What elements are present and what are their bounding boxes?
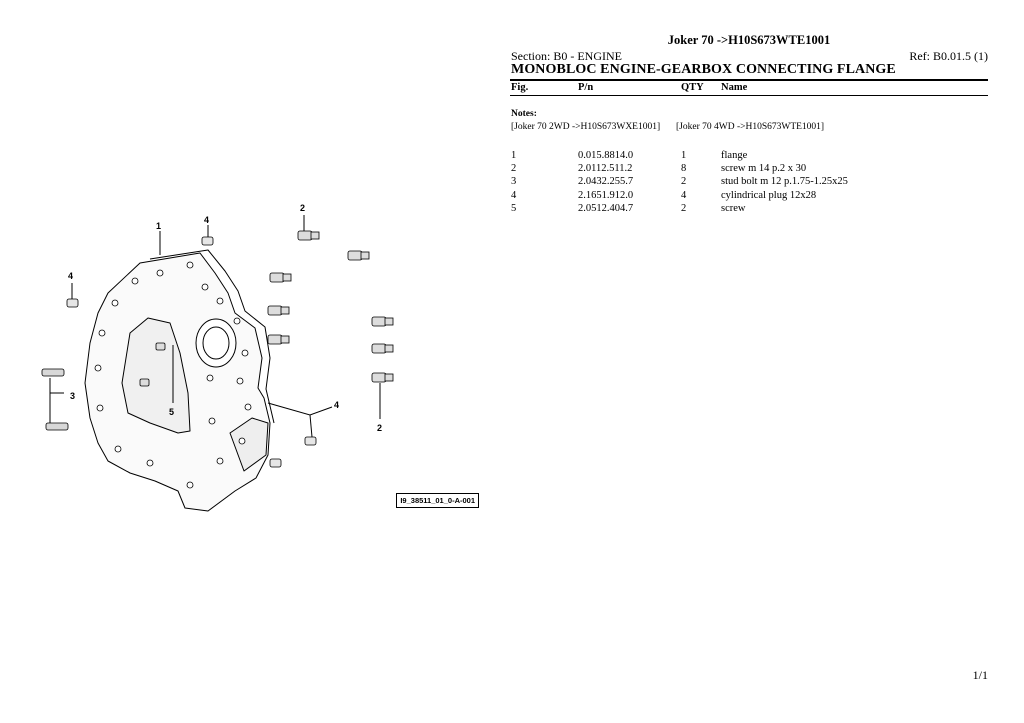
header-divider <box>510 95 988 96</box>
column-header-pn: P/n <box>578 82 594 93</box>
cell-name: stud bolt m 12 p.1.75-1.25x25 <box>721 176 848 188</box>
cell-fig: 3 <box>511 176 517 188</box>
table-row: 1 0.015.8814.0 1 flange <box>511 150 981 163</box>
column-header-qty: QTY <box>681 82 704 93</box>
flange-drawing: 1 4 2 4 3 5 4 2 <box>41 203 394 512</box>
table-row: 2 2.0112.511.2 8 screw m 14 p.2 x 30 <box>511 163 981 176</box>
table-row: 3 2.0432.255.7 2 stud bolt m 12 p.1.75-1… <box>511 176 981 189</box>
callout-label: 4 <box>334 400 339 410</box>
section-label: Section: B0 - ENGINE <box>511 49 622 63</box>
cell-name: screw m 14 p.2 x 30 <box>721 163 807 175</box>
lower-housing <box>229 417 269 472</box>
cell-part-number: 2.1651.912.0 <box>578 189 634 201</box>
cell-part-number: 2.0432.255.7 <box>578 176 634 188</box>
callout-label: 2 <box>377 423 382 433</box>
cell-part-number: 0.015.8814.0 <box>578 150 634 161</box>
page-number: 1/1 <box>972 668 988 682</box>
cell-qty: 8 <box>681 163 687 175</box>
cell-name: screw <box>721 202 746 214</box>
callout-label: 1 <box>156 221 161 231</box>
cell-fig: 4 <box>511 189 517 201</box>
cell-fig: 2 <box>511 163 517 175</box>
callout-label: 2 <box>300 203 305 213</box>
figure-id-label: I9_38511_01_0-A-001 <box>396 493 479 508</box>
table-row: 5 2.0512.404.7 2 screw <box>511 203 981 216</box>
note-4wd: [Joker 70 4WD ->H10S673WTE1001] <box>676 122 825 132</box>
notes-label: Notes: <box>511 109 537 119</box>
flange-port <box>195 318 237 368</box>
flange-side-edge <box>149 249 275 424</box>
table-row: 4 2.1651.912.0 4 cylindrical plug 12x28 <box>511 190 981 203</box>
callout-labels: 1 4 2 4 3 5 4 2 <box>68 203 382 433</box>
screws-item-5 <box>139 342 166 387</box>
callout-label: 4 <box>68 271 73 281</box>
cell-qty: 4 <box>681 189 687 201</box>
note-2wd: [Joker 70 2WD ->H10S673WXE1001] <box>511 122 661 132</box>
column-header-fig: Fig. <box>511 82 529 93</box>
cell-qty: 1 <box>681 150 687 161</box>
cell-name: flange <box>721 150 748 161</box>
callout-label: 3 <box>70 391 75 401</box>
parts-table: 1 0.015.8814.0 1 flange 2 2.0112.511.2 8… <box>511 150 981 216</box>
cell-name: cylindrical plug 12x28 <box>721 189 817 201</box>
cell-part-number: 2.0112.511.2 <box>578 163 633 175</box>
studs-item-3 <box>41 368 69 431</box>
cell-part-number: 2.0512.404.7 <box>578 202 634 214</box>
column-header-name: Name <box>721 82 748 93</box>
cell-qty: 2 <box>681 176 687 188</box>
title-divider <box>510 79 988 81</box>
cell-qty: 2 <box>681 202 687 214</box>
callout-label: 4 <box>204 215 209 225</box>
cell-fig: 5 <box>511 202 517 214</box>
page-title: MONOBLOC ENGINE-GEARBOX CONNECTING FLANG… <box>511 62 896 77</box>
screws-item-2 <box>267 230 394 383</box>
callout-label: 5 <box>169 407 174 417</box>
exploded-parts-diagram: 1 4 2 4 3 5 4 2 I9_38511_01_0-A-001 <box>30 193 482 513</box>
document-header-title: Joker 70 ->H10S673WTE1001 <box>667 33 831 47</box>
cell-fig: 1 <box>511 150 517 161</box>
bolt-holes <box>94 261 252 489</box>
leader-lines <box>49 215 381 438</box>
reference-label: Ref: B0.01.5 (1) <box>909 49 988 63</box>
